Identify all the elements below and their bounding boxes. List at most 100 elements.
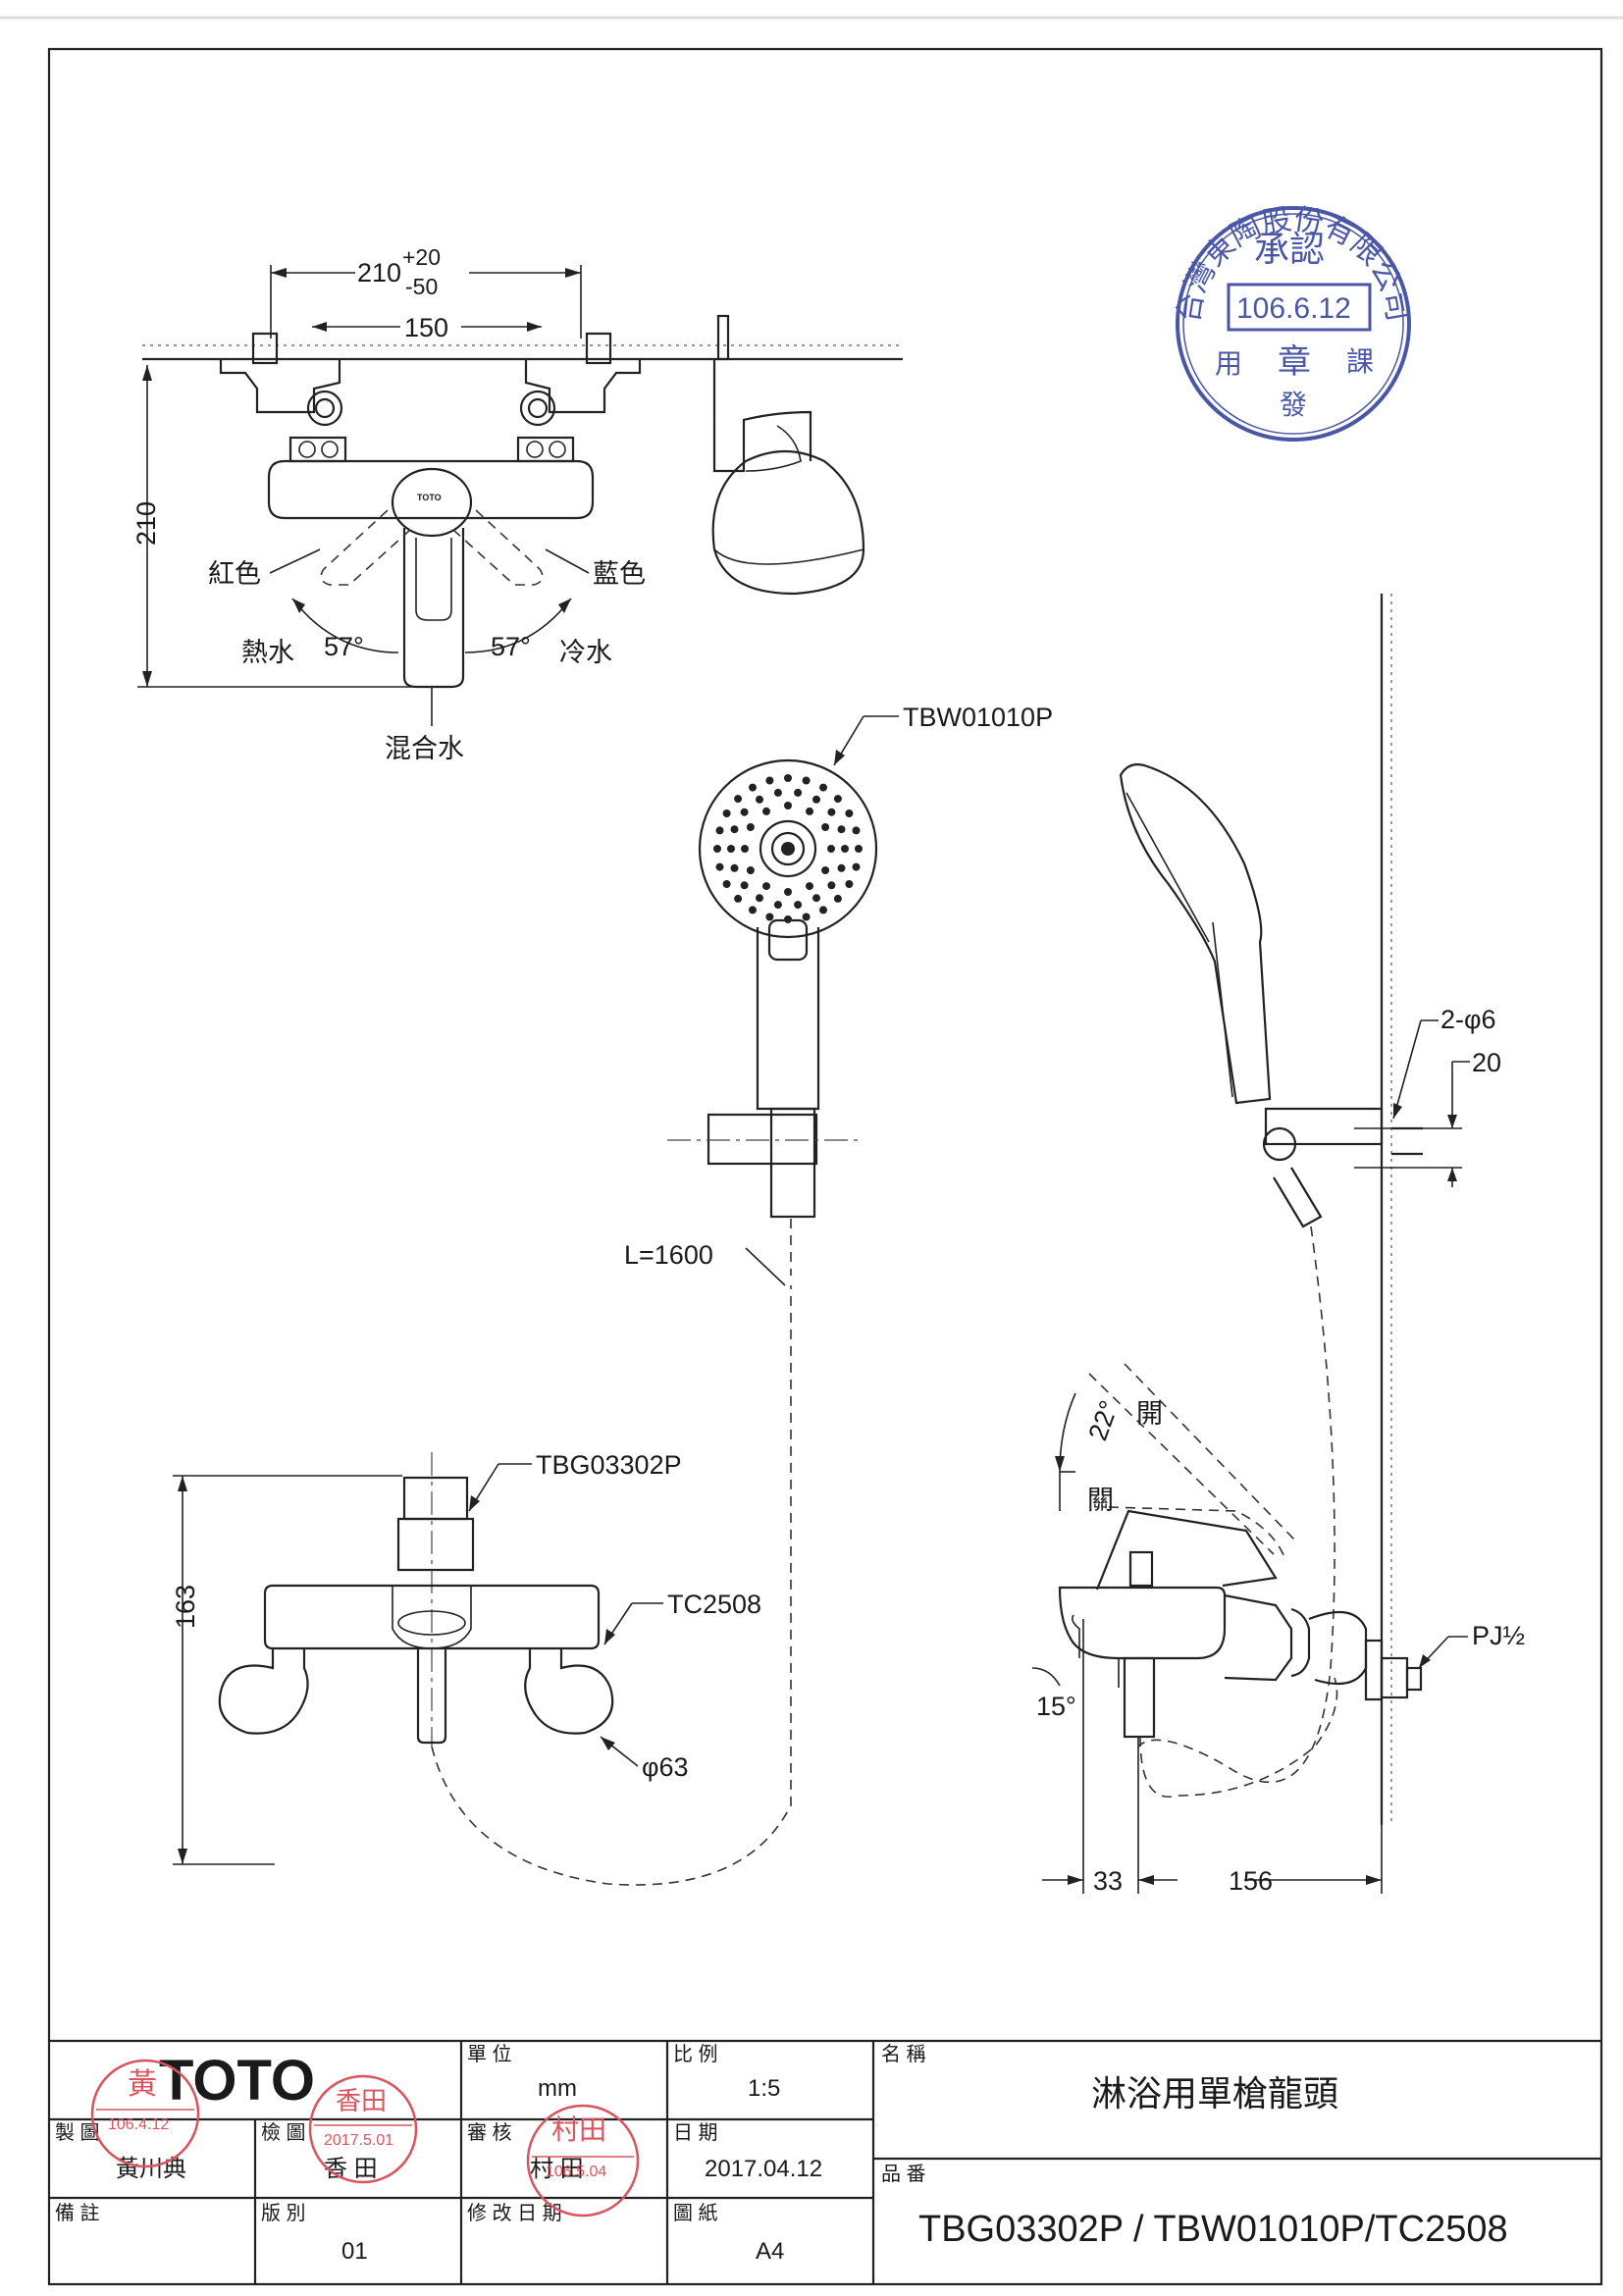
thread-label: PJ½ [1472, 1621, 1525, 1650]
nozzle-dot [762, 807, 770, 815]
paper-value: A4 [756, 2238, 784, 2265]
stamp-approved: 承認 [1254, 229, 1325, 269]
nozzle-dot [784, 888, 792, 896]
nozzle-dot [833, 894, 842, 903]
nozzle-dot [762, 882, 770, 891]
svg-text:黃: 黃 [128, 2068, 157, 2101]
label-cap-model: TC2508 [667, 1590, 761, 1619]
angle-left: 57° [324, 632, 364, 661]
label-mixed-water: 混合水 [385, 734, 464, 763]
seal-review: 村田 106.5.04 [526, 2104, 640, 2218]
svg-text:村田: 村田 [551, 2114, 606, 2145]
label-cold-water: 冷水 [559, 638, 612, 667]
svg-text:106.5.04: 106.5.04 [546, 2164, 606, 2180]
nozzle-dot [802, 913, 811, 921]
dim-tolerance-plus: +20 [402, 244, 441, 270]
nozzle-dot [827, 845, 835, 853]
nozzle-dot [756, 795, 763, 804]
nozzle-dot [821, 866, 830, 874]
holes-label: 2-φ6 [1440, 1005, 1496, 1034]
nozzle-dot [827, 881, 836, 890]
nozzle-dot [852, 826, 861, 835]
nozzle-dot [730, 825, 739, 834]
nozzle-dot [749, 906, 757, 914]
dim-inner: 150 [404, 313, 448, 342]
name-header: 名 稱 [881, 2043, 926, 2065]
label-mixer-model: TBG03302P [536, 1450, 682, 1480]
nozzle-dot [741, 845, 749, 853]
drawn-value: 黃川典 [116, 2156, 186, 2182]
brand-logo: TOTO [159, 2049, 315, 2113]
label-blue: 藍色 [593, 559, 646, 589]
unit-value: mm [538, 2075, 577, 2102]
svg-text:香田: 香田 [336, 2086, 387, 2115]
drawing-border [47, 47, 1603, 2286]
stamp-side-left: 用 [1215, 348, 1242, 379]
stamp-bottom: 發 [1280, 390, 1307, 420]
nozzle-dot [855, 845, 863, 853]
nozzle-dot [784, 774, 792, 782]
review-header: 審 核 [467, 2121, 512, 2144]
nozzle-dot [756, 894, 763, 903]
scale-header: 比 例 [673, 2043, 718, 2065]
name-value: 淋浴用單槍龍頭 [1091, 2073, 1338, 2113]
nozzle-dot [802, 776, 811, 785]
scale-value: 1:5 [748, 2075, 780, 2102]
approval-stamp: 台灣東陶股份有限公司 承認 106.6.12 章 用 課 發 [1173, 203, 1414, 442]
date-value: 2017.04.12 [705, 2156, 822, 2182]
mixer-front-view: TBG03302P TC2508 163 φ63 [171, 1285, 792, 1886]
nozzle-dot [812, 894, 820, 903]
side-view: 20 2-φ6 PJ½ 22° 開 關 1 [1031, 594, 1525, 1896]
svg-text:106.4.12: 106.4.12 [108, 2116, 169, 2133]
nozzle-dot [819, 783, 827, 792]
stamp-side-right: 課 [1346, 346, 1374, 377]
unit-header: 單 位 [467, 2043, 512, 2065]
nozzle-dot [812, 795, 820, 804]
nozzle-dot [713, 845, 721, 853]
holes-spacing: 20 [1472, 1048, 1501, 1077]
nozzle-dot [746, 866, 755, 874]
nozzle-dot [845, 880, 854, 888]
dim-height-top: 210 [131, 501, 161, 546]
nozzle-dot [819, 906, 827, 914]
nozzle-dot [837, 825, 846, 834]
nozzle-dot [773, 788, 782, 797]
nozzle-dot [734, 894, 743, 903]
nozzle-dot [773, 901, 782, 910]
nozzle-dot [722, 880, 731, 888]
nozzle-dot [794, 901, 803, 910]
dim-right: 156 [1229, 1866, 1273, 1896]
nozzle-dot [784, 802, 792, 809]
nozzle-dot [722, 809, 731, 817]
title-block: TOTO 單 位 mm 比 例 1:5 名 稱 淋浴用單槍龍頭 製 圖 黃川典 … [49, 2039, 1601, 2284]
spout-angle: 15° [1036, 1692, 1076, 1721]
review-value: 村 田 [530, 2156, 584, 2182]
dim-left: 33 [1093, 1866, 1123, 1896]
nozzle-dot [852, 862, 861, 871]
check-value: 香 田 [324, 2156, 378, 2182]
dim-height-front: 163 [171, 1585, 200, 1629]
nozzle-dot [715, 826, 724, 835]
nozzle-dot [806, 807, 813, 815]
check-header: 檢 圖 [261, 2121, 306, 2144]
version-value: 01 [341, 2238, 368, 2265]
nozzle-dot [821, 823, 830, 831]
dim-diameter: φ63 [642, 1752, 689, 1782]
dim-tolerance-minus: -50 [405, 274, 438, 299]
label-shower-model: TBW01010P [903, 703, 1053, 732]
hose-length-label: L=1600 [624, 1240, 713, 1270]
nozzle-dot [765, 913, 774, 921]
nozzle-dot [765, 776, 774, 785]
remarks-header: 備 註 [55, 2202, 100, 2224]
part-header: 品 番 [881, 2163, 926, 2185]
nozzle-dot [845, 809, 854, 817]
nozzle-dot [740, 808, 749, 816]
stamp-seal: 章 [1278, 343, 1311, 381]
label-red: 紅色 [208, 559, 261, 589]
date-header: 日 期 [673, 2122, 718, 2144]
seal-drawn: 黃 106.4.12 [90, 2059, 200, 2168]
nozzle-dot [833, 795, 842, 804]
nozzle-dot [730, 863, 739, 872]
nozzle-dot [715, 862, 724, 871]
